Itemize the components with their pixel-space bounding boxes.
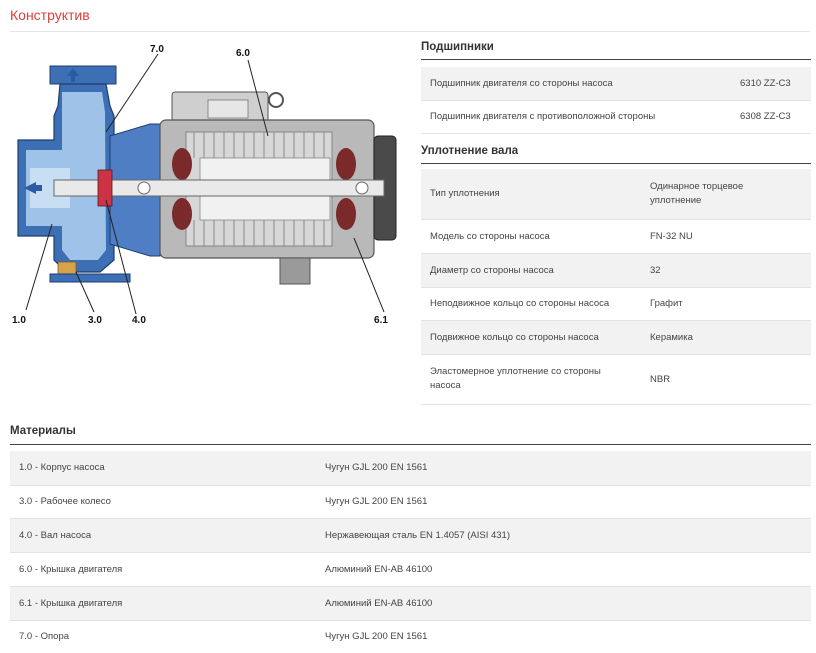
seal-label: Тип уплотнения: [421, 169, 641, 220]
material-part: 7.0 - Опора: [10, 620, 316, 653]
table-row: Диаметр со стороны насоса 32: [421, 253, 811, 288]
seal-value: 32: [641, 253, 811, 288]
material-part: 4.0 - Вал насоса: [10, 518, 316, 553]
callout-7-0: 7.0: [150, 44, 164, 55]
table-row: 4.0 - Вал насоса Нержавеющая сталь EN 1.…: [10, 518, 811, 553]
seal-value: FN-32 NU: [641, 219, 811, 254]
material-value: Алюминий EN-AB 46100: [316, 552, 811, 587]
table-row: Подвижное кольцо со стороны насоса Керам…: [421, 320, 811, 355]
seal-section-title: Уплотнение вала: [421, 145, 519, 157]
material-value: Чугун GJL 200 EN 1561: [316, 620, 811, 653]
material-part: 3.0 - Рабочее колесо: [10, 485, 316, 519]
seal-value: Керамика: [641, 320, 811, 355]
table-row: Подшипник двигателя со стороны насоса 63…: [421, 67, 811, 101]
seal-label: Диаметр со стороны насоса: [421, 253, 641, 288]
pump-cutaway-diagram: 7.0 6.0 1.0 3.0 4.0 6.1: [10, 40, 410, 330]
bearings-section-title: Подшипники: [421, 41, 494, 53]
material-part: 6.0 - Крышка двигателя: [10, 552, 316, 587]
callout-4-0: 4.0: [132, 315, 146, 326]
table-row: 6.1 - Крышка двигателя Алюминий EN-AB 46…: [10, 586, 811, 621]
bearing-label: Подшипник двигателя со стороны насоса: [421, 67, 731, 101]
bearings-divider: [421, 59, 811, 60]
page-title: Конструктив: [10, 7, 90, 23]
pump-shaft: [53, 169, 385, 207]
bearing-value: 6308 ZZ-C3: [731, 100, 811, 134]
seal-table: Тип уплотнения Одинарное торцевое уплотн…: [421, 169, 811, 405]
callout-6-0: 6.0: [236, 48, 250, 59]
material-value: Чугун GJL 200 EN 1561: [316, 451, 811, 486]
table-row: 3.0 - Рабочее колесо Чугун GJL 200 EN 15…: [10, 485, 811, 519]
seal-label: Неподвижное кольцо со стороны насоса: [421, 287, 641, 321]
table-row: Подшипник двигателя с противоположной ст…: [421, 100, 811, 134]
callout-3-0: 3.0: [88, 315, 102, 326]
callout-1-0: 1.0: [12, 315, 26, 326]
material-part: 6.1 - Крышка двигателя: [10, 586, 316, 621]
material-value: Алюминий EN-AB 46100: [316, 586, 811, 621]
pump-casing: [17, 65, 131, 283]
materials-table: 1.0 - Корпус насоса Чугун GJL 200 EN 156…: [10, 451, 811, 653]
materials-section-title: Материалы: [10, 425, 76, 437]
table-row: 1.0 - Корпус насоса Чугун GJL 200 EN 156…: [10, 451, 811, 486]
seal-label: Модель со стороны насоса: [421, 219, 641, 254]
bearings-table: Подшипник двигателя со стороны насоса 63…: [421, 67, 811, 134]
table-row: Модель со стороны насоса FN-32 NU: [421, 219, 811, 254]
table-row: Неподвижное кольцо со стороны насоса Гра…: [421, 287, 811, 321]
table-row: Эластомерное уплотнение со стороны насос…: [421, 354, 811, 405]
material-part: 1.0 - Корпус насоса: [10, 451, 316, 486]
seal-divider: [421, 163, 811, 164]
table-row: 7.0 - Опора Чугун GJL 200 EN 1561: [10, 620, 811, 653]
seal-label: Подвижное кольцо со стороны насоса: [421, 320, 641, 355]
table-row: 6.0 - Крышка двигателя Алюминий EN-AB 46…: [10, 552, 811, 587]
callout-6-1: 6.1: [374, 315, 388, 326]
seal-label: Эластомерное уплотнение со стороны насос…: [421, 354, 641, 405]
seal-value: Одинарное торцевое уплотнение: [641, 169, 811, 220]
bearing-label: Подшипник двигателя с противоположной ст…: [421, 100, 731, 134]
bearing-value: 6310 ZZ-C3: [731, 67, 811, 101]
seal-value: NBR: [641, 354, 811, 405]
materials-divider: [10, 444, 811, 445]
material-value: Нержавеющая сталь EN 1.4057 (AISI 431): [316, 518, 811, 553]
title-divider: [10, 31, 810, 32]
seal-value: Графит: [641, 287, 811, 321]
material-value: Чугун GJL 200 EN 1561: [316, 485, 811, 519]
table-row: Тип уплотнения Одинарное торцевое уплотн…: [421, 169, 811, 220]
